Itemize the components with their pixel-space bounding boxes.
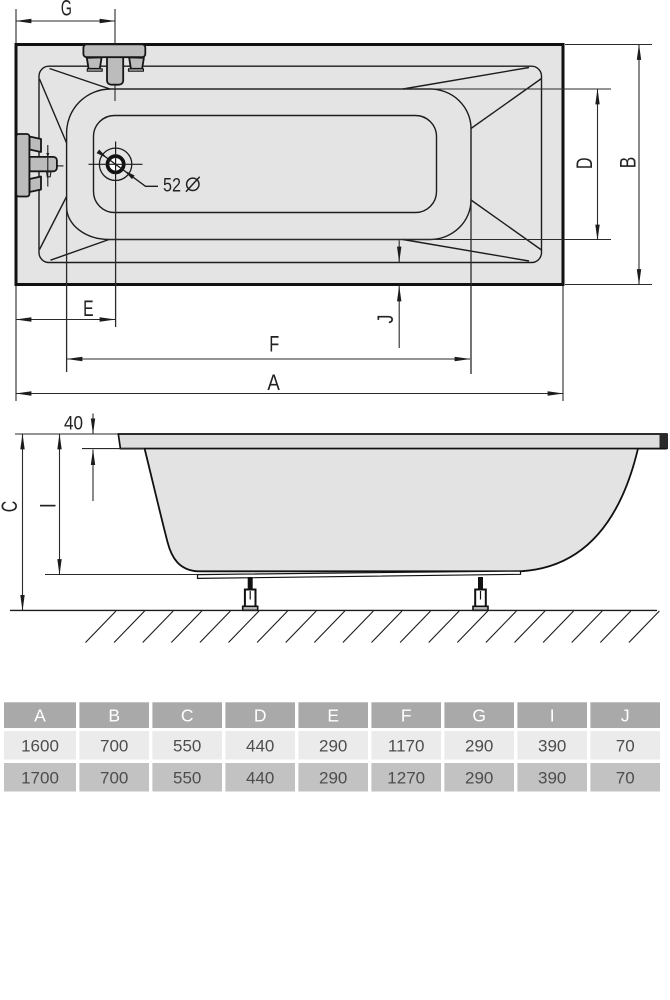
svg-text:290: 290 (319, 737, 347, 756)
svg-text:550: 550 (173, 769, 201, 788)
svg-text:550: 550 (173, 737, 201, 756)
svg-text:1270: 1270 (387, 769, 425, 788)
svg-text:70: 70 (616, 769, 635, 788)
svg-text:G: G (472, 705, 486, 725)
svg-text:440: 440 (246, 769, 274, 788)
svg-text:52: 52 (163, 174, 181, 196)
svg-text:I: I (36, 503, 61, 508)
svg-text:290: 290 (319, 769, 347, 788)
svg-text:C: C (181, 705, 194, 725)
svg-text:D: D (572, 157, 597, 169)
svg-text:F: F (401, 705, 412, 725)
svg-text:F: F (269, 332, 279, 357)
svg-text:700: 700 (100, 769, 128, 788)
svg-text:390: 390 (538, 737, 566, 756)
svg-text:440: 440 (246, 737, 274, 756)
svg-text:40: 40 (64, 413, 83, 435)
svg-text:290: 290 (465, 769, 493, 788)
svg-text:A: A (34, 705, 46, 725)
svg-text:C: C (0, 501, 22, 513)
svg-text:1170: 1170 (388, 737, 425, 756)
svg-text:J: J (373, 315, 398, 324)
svg-text:B: B (616, 157, 641, 169)
svg-text:1600: 1600 (21, 737, 59, 756)
svg-text:A: A (267, 370, 280, 395)
svg-text:G: G (61, 0, 72, 20)
svg-text:B: B (108, 705, 120, 725)
svg-text:E: E (327, 705, 339, 725)
svg-text:290: 290 (465, 737, 493, 756)
svg-text:1700: 1700 (21, 769, 59, 788)
svg-text:70: 70 (616, 737, 635, 756)
svg-text:I: I (550, 705, 555, 725)
svg-text:J: J (621, 705, 630, 725)
svg-text:390: 390 (538, 769, 566, 788)
svg-text:E: E (83, 296, 94, 321)
svg-text:700: 700 (100, 737, 128, 756)
svg-text:D: D (254, 705, 267, 725)
